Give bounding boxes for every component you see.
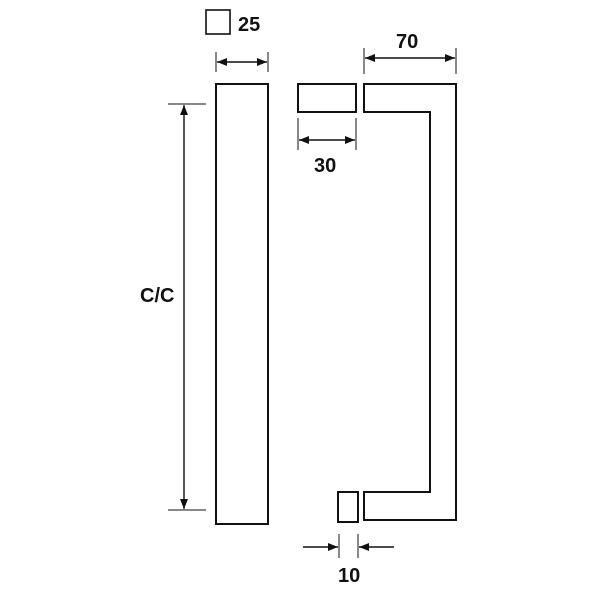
square-section-icon bbox=[205, 9, 231, 35]
dim-30-label: 30 bbox=[314, 155, 336, 177]
dim-70-label: 70 bbox=[396, 31, 418, 53]
front-view bbox=[168, 9, 269, 525]
dim-25-label: 25 bbox=[238, 14, 260, 36]
dim-10-label: 10 bbox=[338, 565, 360, 587]
handle-u-profile bbox=[363, 83, 457, 521]
front-bar-outline bbox=[215, 83, 269, 525]
side-view bbox=[297, 48, 457, 558]
dim-cc-label: C/C bbox=[140, 285, 174, 307]
top-end-block bbox=[297, 83, 357, 113]
bottom-end-block bbox=[337, 491, 359, 523]
